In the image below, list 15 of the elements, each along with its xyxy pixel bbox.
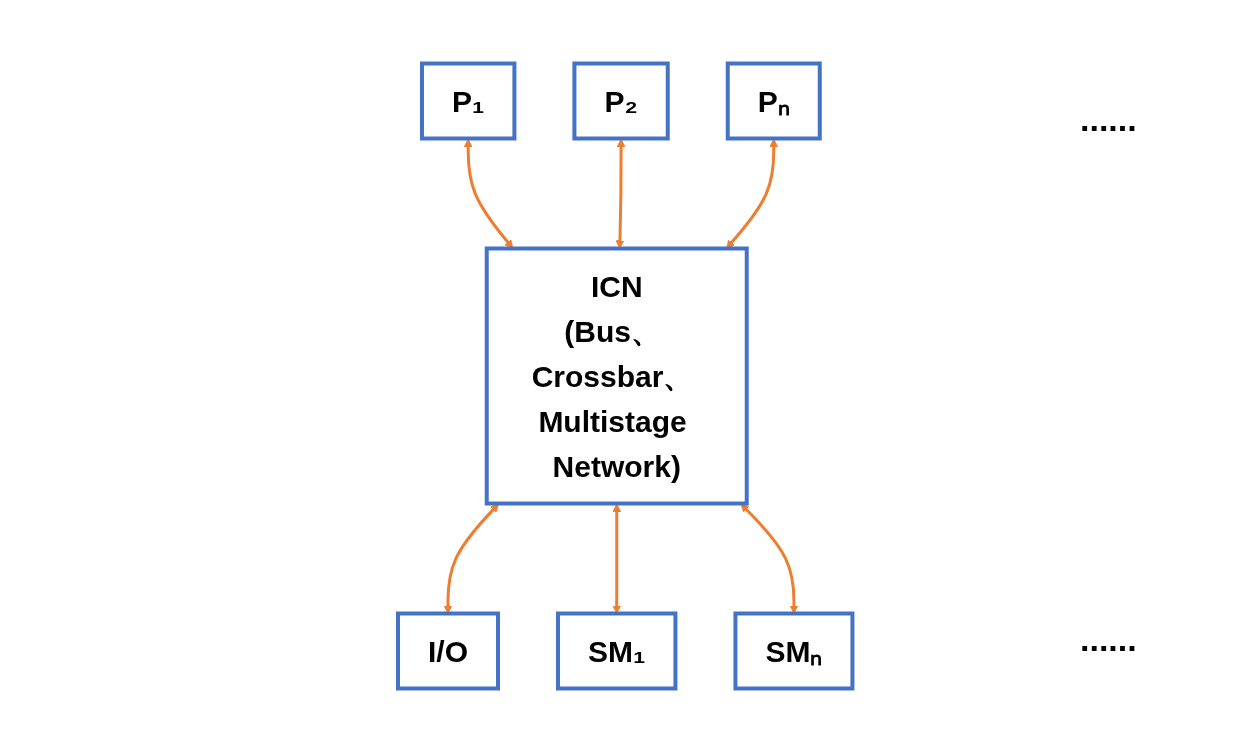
arrow (725, 138, 778, 249)
arrow (740, 503, 799, 614)
node-box: I/O (395, 611, 500, 691)
arrow (443, 503, 499, 614)
arrow (615, 138, 626, 249)
node-box: P₂ (572, 61, 670, 141)
ellipsis-text: ...... (1080, 620, 1137, 659)
node-box: ICN (Bus、 Crossbar、 Multistage Network) (484, 246, 749, 506)
node-box: SM₁ (555, 611, 678, 691)
node-box: P₁ (419, 61, 517, 141)
arrow (463, 138, 514, 249)
ellipsis-text: ...... (1080, 100, 1137, 139)
node-box: Pₙ (725, 61, 822, 141)
node-box: SMₙ (733, 611, 855, 691)
arrow (612, 503, 621, 614)
